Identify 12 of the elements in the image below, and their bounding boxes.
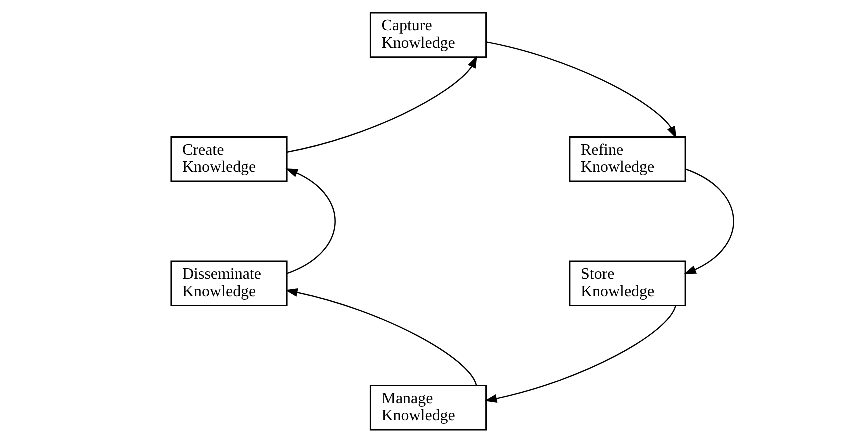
node-box: Create Knowledge [170,136,288,182]
arrow [286,56,477,153]
node-box: Manage Knowledge [369,384,487,431]
arrow [683,168,734,274]
arrow [284,288,477,386]
arrow [484,306,676,403]
node-box: Capture Knowledge [369,12,487,58]
node-box: Refine Knowledge [568,136,686,182]
arrow [285,168,336,274]
node-box: Store Knowledge [568,260,686,306]
node-box: Disseminate Knowledge [170,260,288,306]
arrow [486,42,676,139]
